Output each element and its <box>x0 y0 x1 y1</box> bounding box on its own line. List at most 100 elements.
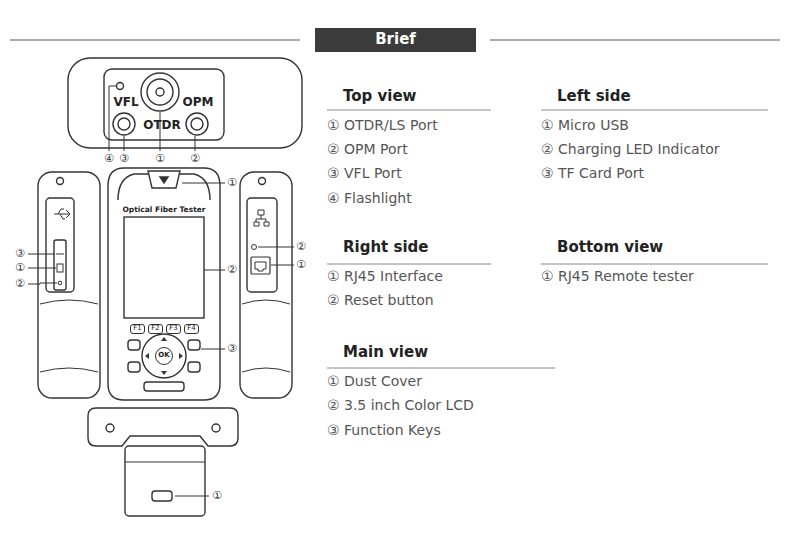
underline <box>327 110 491 111</box>
right-leaders <box>258 247 294 265</box>
side-key <box>128 340 140 350</box>
bottom-slot <box>144 382 184 391</box>
underline <box>327 368 555 369</box>
side-cover <box>247 198 277 292</box>
otdr-port-core <box>156 88 164 96</box>
rj45-remote-port <box>152 491 172 501</box>
panel-text: VFL <box>113 96 138 109</box>
title: Brief <box>375 31 416 48</box>
bottom-view <box>88 408 238 516</box>
leader-line <box>201 349 225 350</box>
function-key: F1 <box>130 324 145 334</box>
function-key: F2 <box>148 324 163 334</box>
callout-number: ② <box>14 278 26 291</box>
charge-led <box>58 281 62 285</box>
rj45-socket <box>255 262 266 271</box>
leader-line <box>28 254 55 255</box>
leader-line <box>175 496 209 497</box>
usb-icon <box>54 209 70 219</box>
section-heading: Bottom view <box>557 239 663 256</box>
underline <box>541 110 768 111</box>
callout-number: ① <box>226 177 238 190</box>
side-key <box>188 362 200 372</box>
screw <box>259 178 266 185</box>
ok-button: OK <box>155 347 173 365</box>
main-view <box>108 168 220 400</box>
section-underlines <box>327 110 768 368</box>
dust-cover <box>148 171 180 188</box>
section-heading: Main view <box>343 344 428 361</box>
callout-number: ③ <box>14 248 26 261</box>
direction-pad <box>142 334 186 378</box>
title-rule <box>10 40 300 41</box>
rj45-interface <box>251 257 270 274</box>
tester-seam <box>125 462 205 463</box>
port-panel <box>104 69 224 140</box>
housing-bottom <box>88 408 238 446</box>
housing-top <box>68 58 302 148</box>
callout-number: ① <box>14 262 26 275</box>
left-leaders <box>28 254 57 284</box>
part-item: ② Charging LED Indicator <box>541 141 719 157</box>
opm-port <box>186 113 208 135</box>
part-item: ① RJ45 Remote tester <box>541 268 694 284</box>
callout-number: ② <box>189 153 201 166</box>
key-label: F2 <box>151 325 159 333</box>
panel-text: OPM <box>183 96 214 109</box>
device-front: Optical Fiber TesterF1 F2 F3 F4OK <box>108 168 220 400</box>
panel-text: OTDR <box>143 119 181 132</box>
part-item: ② 3.5 inch Color LCD <box>327 397 474 413</box>
part-item: ① OTDR/LS Port <box>327 117 438 133</box>
right-side <box>240 172 292 398</box>
leader-line <box>28 268 56 269</box>
tf-slot <box>56 254 64 255</box>
callout-number: ② <box>226 264 238 277</box>
side-key <box>188 340 200 350</box>
part-item: ④ Flashlight <box>327 190 412 206</box>
vfl-port-ring <box>118 118 130 130</box>
callout-number: ① <box>154 153 166 166</box>
housing-left <box>38 172 100 398</box>
section-heading: Right side <box>343 239 428 256</box>
lcd-screen <box>124 217 204 318</box>
part-item: ③ Function Keys <box>327 422 441 438</box>
title-banner <box>315 28 476 52</box>
side-cover <box>46 198 74 292</box>
housing-front <box>108 168 220 400</box>
part-item: ① Micro USB <box>541 117 629 133</box>
callout-number: ③ <box>226 343 238 356</box>
part-item: ③ TF Card Port <box>541 165 644 181</box>
section-heading: Left side <box>557 88 631 105</box>
part-item: ① Dust Cover <box>327 373 422 389</box>
grip-line <box>40 300 98 372</box>
key-label: OK <box>158 352 169 360</box>
top-leaders <box>109 86 195 151</box>
leader-line <box>204 270 225 271</box>
panel-text: Optical Fiber Tester <box>122 206 205 214</box>
remote-tester <box>125 446 205 516</box>
leader-line <box>258 247 294 248</box>
otdr-port <box>141 73 179 111</box>
underline <box>541 264 768 265</box>
function-key: F3 <box>166 324 181 334</box>
leader-line <box>182 183 225 184</box>
title-rule <box>490 40 780 41</box>
part-item: ① RJ45 Interface <box>327 268 443 284</box>
part-item: ③ VFL Port <box>327 165 402 181</box>
callout-number: ① <box>295 259 307 272</box>
flashlight <box>117 83 124 90</box>
key-label: F1 <box>133 325 141 333</box>
section-heading: Top view <box>343 88 416 105</box>
key-label: F4 <box>187 325 195 333</box>
reset-button <box>252 245 257 250</box>
leader-line <box>28 283 57 284</box>
screw <box>212 424 220 432</box>
callout-number: ① <box>211 490 223 503</box>
function-key: F4 <box>184 324 199 334</box>
leader-line <box>124 136 125 151</box>
network-icon <box>254 210 269 226</box>
top-panel: VFL OTDROPM <box>68 58 302 148</box>
key-label: F3 <box>169 325 177 333</box>
screw <box>57 178 64 185</box>
